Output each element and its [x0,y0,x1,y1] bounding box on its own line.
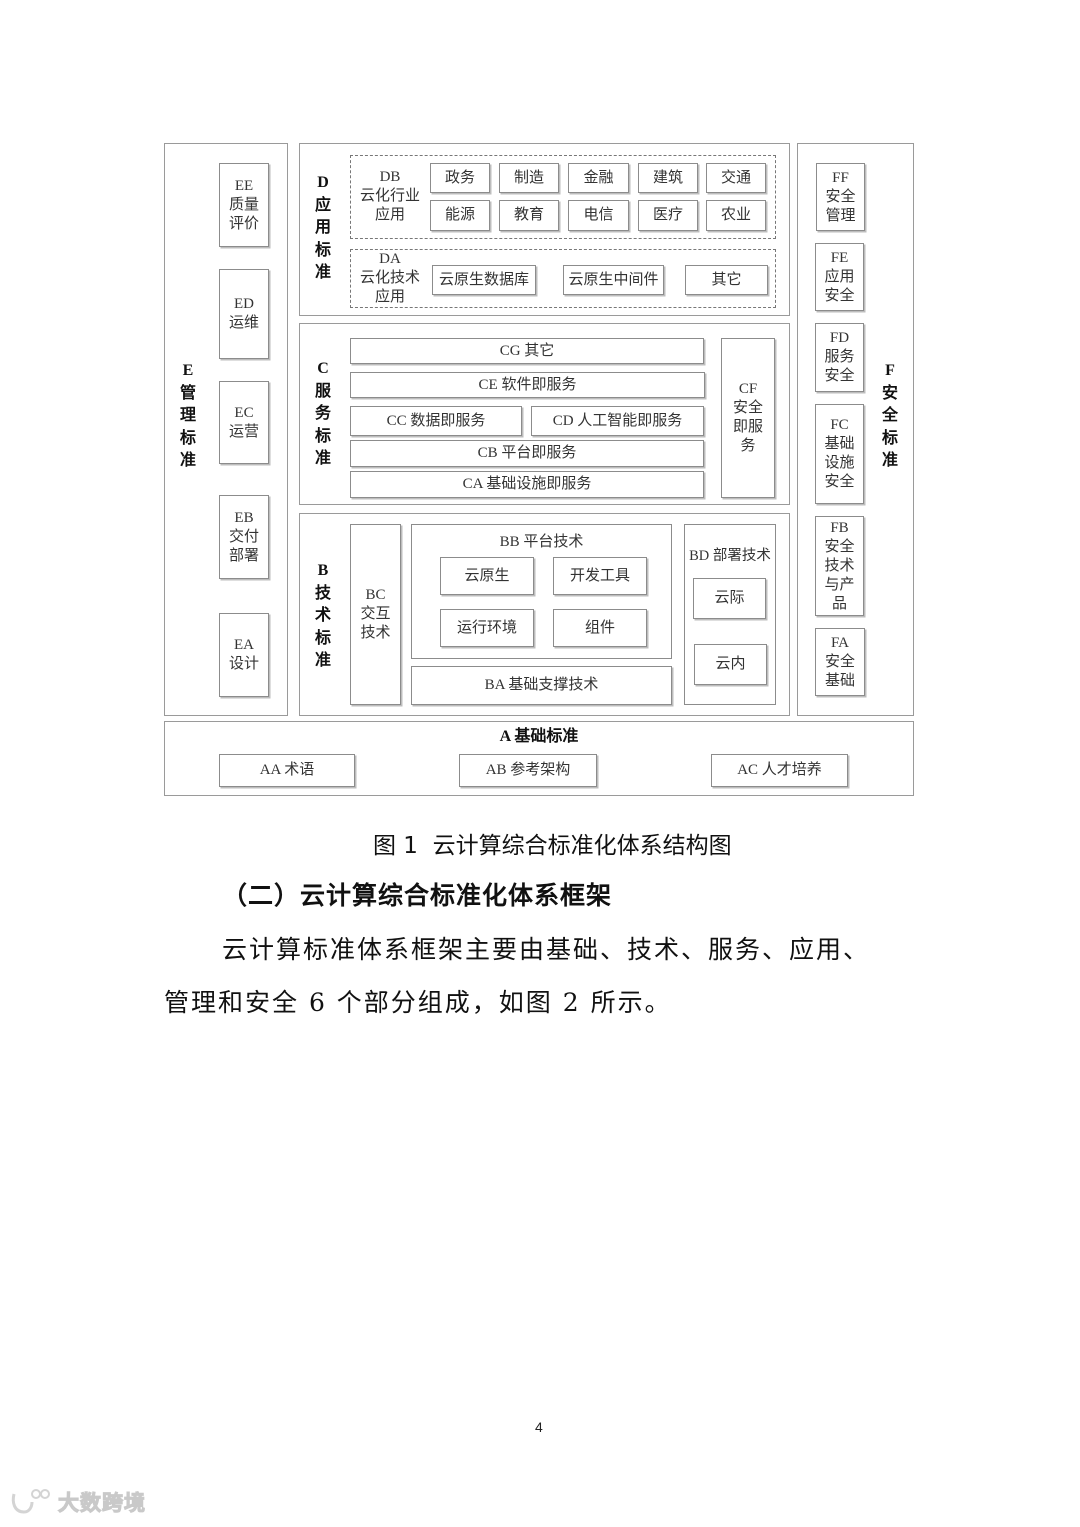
box-fb: FB 安全 技术 与产 品 [815,516,864,616]
db-item-education: 教育 [499,200,559,231]
box-fc: FC 基础 设施 安全 [815,404,864,504]
box-ab: AB 参考架构 [459,754,597,787]
c-section-label: C 服 务 标 准 [314,360,331,467]
watermark-text: 大数跨境 [58,1491,146,1516]
bd-item-inter-cloud: 云际 [693,578,766,619]
db-item-construction: 建筑 [638,163,698,193]
box-ac: AC 人才培养 [711,754,848,787]
box-ca: CA 基础设施即服务 [350,471,704,498]
db-item-agriculture: 农业 [706,200,766,231]
db-item-medical: 医疗 [638,200,698,231]
db-item-telecom: 电信 [568,200,629,231]
db-group [350,155,776,239]
figure-caption: 图 1 云计算综合标准化体系结构图 [373,833,732,859]
da-item-cloud-native-middleware: 云原生中间件 [563,265,664,295]
box-ec: EC 运营 [219,381,269,464]
box-ff: FF 安全 管理 [816,163,865,231]
body-paragraph-line-1: 云计算标准体系框架主要由基础、技术、服务、应用、 [222,935,871,964]
box-fe: FE 应用 安全 [815,243,864,311]
box-cd: CD 人工智能即服务 [531,406,704,436]
bb-item-dev-tools: 开发工具 [553,557,647,595]
da-group [350,249,776,308]
box-cc: CC 数据即服务 [350,406,522,436]
bb-item-components: 组件 [553,609,647,647]
box-aa: AA 术语 [219,754,355,787]
db-item-transport: 交通 [706,163,766,193]
db-label: DB 云化行业 应用 [359,169,420,223]
box-cf: CF 安全 即服 务 [721,338,775,498]
e-column-label: E 管 理 标 准 [179,362,196,469]
box-ed: ED 运维 [219,269,269,359]
db-item-manufacturing: 制造 [499,163,559,193]
box-bc: BC 交互 技术 [350,524,401,705]
f-column-label: F 安 全 标 准 [881,362,898,469]
bd-label: BD 部署技术 [689,548,771,564]
page-number: 4 [535,1419,543,1435]
box-ce: CE 软件即服务 [350,372,705,398]
box-ba: BA 基础支撑技术 [411,666,672,705]
a-section-label: A 基础标准 [499,728,579,745]
box-cg: CG 其它 [350,338,704,364]
box-fa: FA 安全 基础 [815,628,865,696]
bb-label: BB 平台技术 [499,534,584,550]
bb-item-cloud-native: 云原生 [440,557,534,595]
box-cb: CB 平台即服务 [350,440,704,467]
db-item-gov: 政务 [430,163,490,193]
db-item-finance: 金融 [568,163,629,193]
section-heading: （二）云计算综合标准化体系框架 [222,881,613,910]
watermark: 大数跨境 [10,1487,146,1517]
bb-item-runtime-env: 运行环境 [440,609,534,647]
da-item-other: 其它 [685,265,768,295]
d-section-label: D 应 用 标 准 [314,174,331,281]
box-eb: EB 交付 部署 [219,495,269,579]
box-fd: FD 服务 安全 [815,323,864,392]
db-item-energy: 能源 [430,200,490,231]
b-section-label: B 技 术 标 准 [314,562,331,669]
bd-item-intra-cloud: 云内 [694,644,767,685]
box-ea: EA 设计 [219,613,269,697]
body-paragraph-line-2: 管理和安全 6 个部分组成，如图 2 所示。 [164,988,672,1017]
da-item-cloud-native-database: 云原生数据库 [432,265,536,295]
watermark-logo-icon [10,1488,52,1516]
da-label: DA 云化技术 应用 [359,251,420,305]
box-ee: EE 质量 评价 [219,163,269,247]
